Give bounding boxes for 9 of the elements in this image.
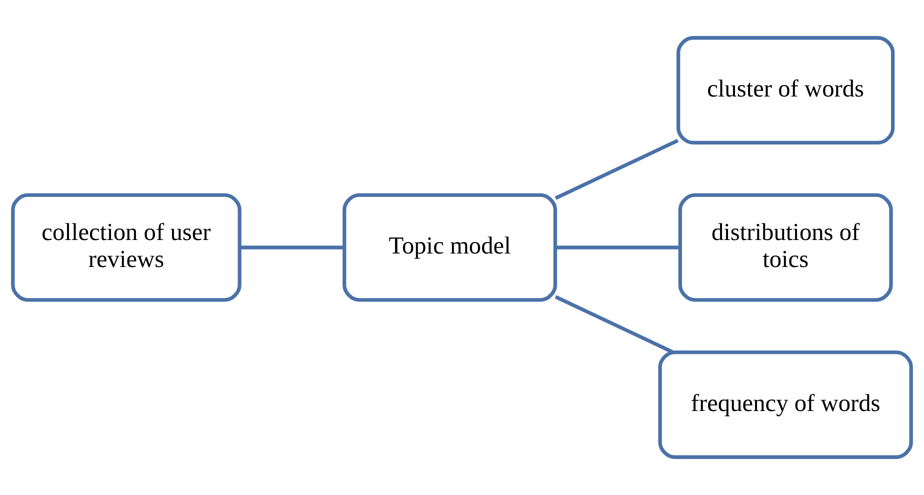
connector	[556, 246, 680, 250]
node-box: collection of user reviews	[11, 193, 242, 302]
connector	[554, 138, 679, 200]
node-box: Topic model	[342, 193, 558, 302]
connector	[554, 295, 674, 354]
node-box: cluster of words	[676, 36, 895, 145]
connector	[240, 246, 344, 250]
node-box: frequency of words	[658, 350, 913, 459]
node-box: distributions of toics	[678, 193, 893, 302]
